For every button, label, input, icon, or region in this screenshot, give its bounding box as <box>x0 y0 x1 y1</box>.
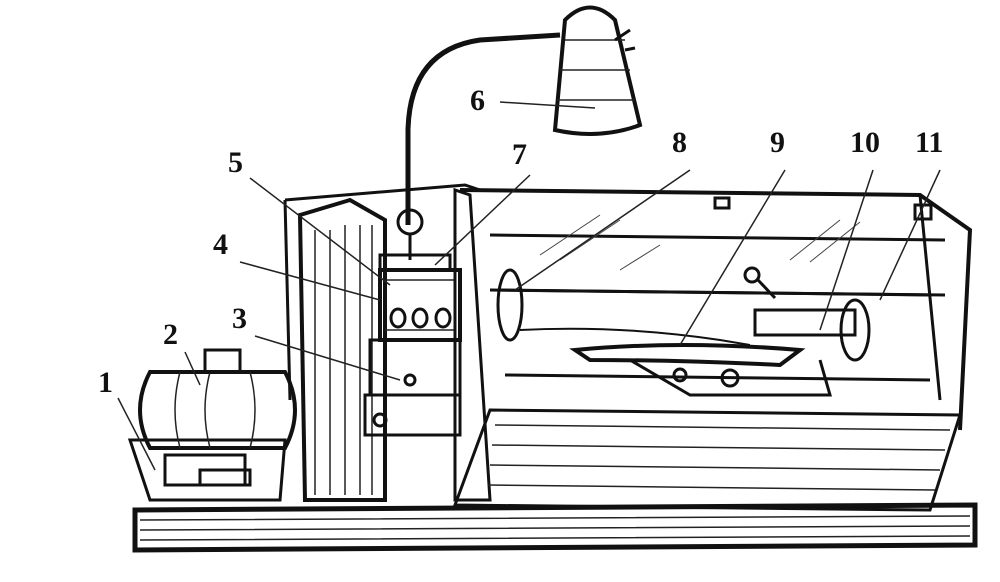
frame-top-left <box>284 183 481 202</box>
label-6: 6 <box>470 84 485 117</box>
vertical-column <box>297 197 387 502</box>
leader-lines <box>117 101 941 471</box>
label-9: 9 <box>770 126 785 159</box>
frame-left-edge <box>283 199 292 401</box>
label-5: 5 <box>228 146 243 179</box>
desk-lamp <box>396 5 643 260</box>
electric-motor <box>138 348 297 450</box>
label-3: 3 <box>232 302 247 335</box>
control-head <box>363 253 462 437</box>
label-1: 1 <box>98 366 113 399</box>
machine-bed <box>452 408 963 512</box>
base-board <box>132 502 978 553</box>
label-2: 2 <box>163 318 178 351</box>
motor-mount <box>127 438 287 502</box>
carriage <box>569 343 832 397</box>
label-11: 11 <box>915 126 944 159</box>
label-7: 7 <box>512 138 527 171</box>
work-tube <box>496 266 931 382</box>
label-4: 4 <box>213 228 228 261</box>
glass-case <box>453 187 973 502</box>
label-8: 8 <box>672 126 687 159</box>
label-10: 10 <box>850 126 880 159</box>
